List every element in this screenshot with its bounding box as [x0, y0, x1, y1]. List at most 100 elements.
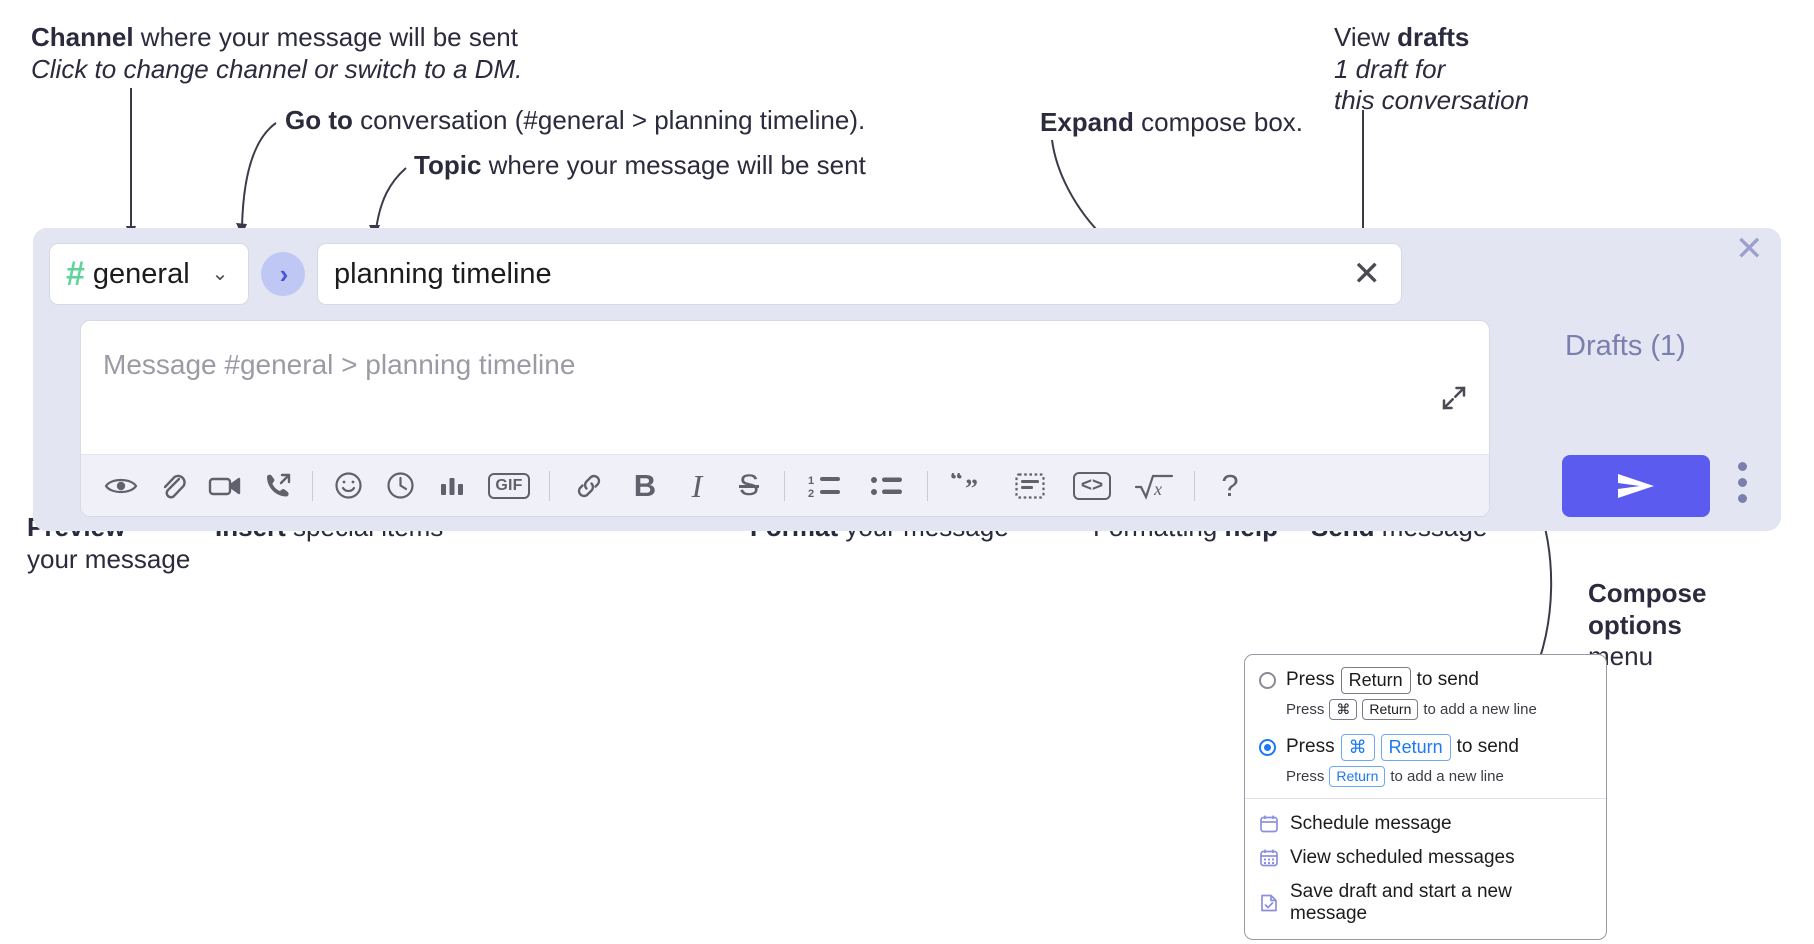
strikethrough-label: S — [738, 468, 759, 502]
annotation-drafts-italic1: 1 draft for — [1334, 53, 1446, 84]
key-return: Return — [1362, 698, 1419, 720]
annotation-channel-italic: Click to change channel or switch to a D… — [31, 53, 523, 84]
send-option-return-label: Press Return to send — [1286, 667, 1479, 694]
menu-item-label: Schedule message — [1290, 813, 1452, 834]
italic-icon[interactable]: I — [671, 463, 723, 509]
annotation-drafts: View drafts 1 draft for this conversatio… — [1334, 22, 1529, 117]
close-icon[interactable]: ✕ — [1352, 255, 1382, 293]
annotation-topic: Topic where your message will be sent — [414, 150, 866, 182]
menu-item-save-draft[interactable]: Save draft and start a new message — [1245, 875, 1606, 931]
send-option-cmd-return[interactable]: Press ⌘ Return to send — [1245, 734, 1606, 761]
code-icon[interactable]: <> — [1061, 463, 1123, 509]
toolbar-divider — [927, 470, 928, 501]
chevron-down-icon: ⌄ — [211, 263, 229, 285]
help-label: ? — [1221, 468, 1239, 503]
compose-options-menu: Press Return to send Press ⌘ Return to a… — [1244, 654, 1607, 940]
gif-icon[interactable]: GIF — [478, 463, 540, 509]
message-placeholder: Message #general > planning timeline — [103, 349, 576, 380]
blockquote-icon[interactable]: “ ” — [937, 463, 999, 509]
strikethrough-icon[interactable]: S — [723, 463, 775, 509]
menu-divider — [1245, 798, 1606, 799]
poll-icon[interactable] — [426, 463, 478, 509]
menu-item-view-scheduled[interactable]: View scheduled messages — [1245, 841, 1606, 875]
toolbar-divider — [312, 470, 313, 501]
attachment-icon[interactable] — [147, 463, 199, 509]
code-label: <> — [1072, 471, 1112, 500]
radio-unselected[interactable] — [1259, 671, 1276, 689]
close-icon[interactable]: ✕ — [1735, 230, 1764, 268]
expand-icon[interactable] — [1439, 383, 1469, 413]
save-draft-icon — [1261, 894, 1277, 912]
send-option-cmd-return-label: Press ⌘ Return to send — [1286, 734, 1519, 761]
gif-label: GIF — [488, 472, 530, 499]
menu-item-schedule-message[interactable]: Schedule message — [1245, 807, 1606, 841]
formatting-help-icon[interactable]: ? — [1204, 463, 1256, 509]
tail-text: to send — [1416, 669, 1479, 691]
annotation-goto: Go to conversation (#general > planning … — [285, 105, 865, 137]
go-to-conversation-button[interactable]: › — [261, 252, 305, 296]
key-return: Return — [1329, 765, 1386, 787]
kebab-dot — [1738, 478, 1747, 487]
press-word: Press — [1286, 736, 1335, 758]
topic-value: planning timeline — [334, 257, 552, 290]
channel-selector-button[interactable]: # general ⌄ — [49, 243, 249, 305]
tail-text: to add a new line — [1423, 700, 1537, 718]
math-icon[interactable]: x — [1123, 463, 1185, 509]
topic-input[interactable]: planning timeline ✕ — [317, 243, 1402, 305]
press-word: Press — [1286, 767, 1325, 785]
send-option-return-sub: Press ⌘ Return to add a new line — [1245, 698, 1606, 720]
formatting-toolbar: GIF B I S — [81, 454, 1489, 516]
compose-header-row: # general ⌄ › planning timeline ✕ — [49, 243, 1402, 305]
press-word: Press — [1286, 700, 1325, 718]
link-icon[interactable] — [559, 463, 619, 509]
compose-options-button[interactable] — [1738, 462, 1747, 503]
channel-name-label: general — [92, 257, 190, 290]
annotation-topic-rest: where your message will be sent — [481, 150, 866, 180]
tail-text: to add a new line — [1390, 767, 1504, 785]
compose-widget: # general ⌄ › planning timeline ✕ Messag… — [33, 228, 1781, 531]
annotation-expand: Expand compose box. — [1040, 107, 1303, 139]
annotation-topic-bold: Topic — [414, 150, 482, 180]
bold-icon[interactable]: B — [619, 463, 671, 509]
calendar-grid-icon — [1260, 849, 1278, 867]
ordered-list-icon[interactable]: 1 2 — [794, 463, 856, 509]
video-icon[interactable] — [199, 463, 251, 509]
chevron-right-icon: › — [279, 259, 289, 289]
kebab-dot — [1738, 462, 1747, 471]
key-command: ⌘ — [1340, 734, 1375, 761]
toolbar-divider — [549, 470, 550, 501]
code-block-icon[interactable] — [999, 463, 1061, 509]
send-arrow-icon — [1618, 474, 1654, 498]
annotation-expand-bold: Expand — [1040, 107, 1134, 137]
annotation-goto-bold: Go to — [285, 105, 353, 135]
bulleted-list-icon[interactable] — [856, 463, 918, 509]
annotation-channel-bold: Channel — [31, 22, 134, 52]
schedule-clock-icon[interactable] — [374, 463, 426, 509]
hash-icon: # — [66, 255, 85, 293]
radio-selected[interactable] — [1259, 738, 1276, 756]
key-return: Return — [1340, 667, 1411, 694]
annotation-expand-rest: compose box. — [1133, 107, 1304, 137]
send-button[interactable] — [1562, 455, 1710, 517]
svg-text:1: 1 — [808, 475, 814, 487]
send-option-return[interactable]: Press Return to send — [1245, 667, 1606, 694]
annotation-drafts-plain: View — [1334, 22, 1398, 52]
send-option-cmd-return-sub: Press Return to add a new line — [1245, 765, 1606, 787]
preview-eye-icon[interactable] — [95, 463, 147, 509]
annotation-drafts-bold: drafts — [1397, 22, 1470, 52]
svg-text:x: x — [1153, 479, 1162, 499]
drafts-link[interactable]: Drafts (1) — [1565, 330, 1686, 362]
annotation-channel-rest: where your message will be sent — [133, 22, 518, 52]
annotation-compose-options-bold2: options — [1588, 609, 1682, 640]
toolbar-divider — [784, 470, 785, 501]
message-input-box[interactable]: Message #general > planning timeline — [80, 320, 1490, 517]
annotation-drafts-italic2: this conversation — [1334, 85, 1530, 116]
menu-item-label: Save draft and start a new message — [1290, 881, 1512, 924]
huddle-icon[interactable] — [251, 463, 303, 509]
svg-text:”: ” — [965, 474, 978, 499]
key-command: ⌘ — [1329, 698, 1358, 720]
emoji-icon[interactable] — [322, 463, 374, 509]
calendar-icon — [1260, 815, 1278, 833]
annotation-channel: Channel where your message will be sent … — [31, 22, 522, 85]
svg-text:2: 2 — [808, 488, 814, 499]
